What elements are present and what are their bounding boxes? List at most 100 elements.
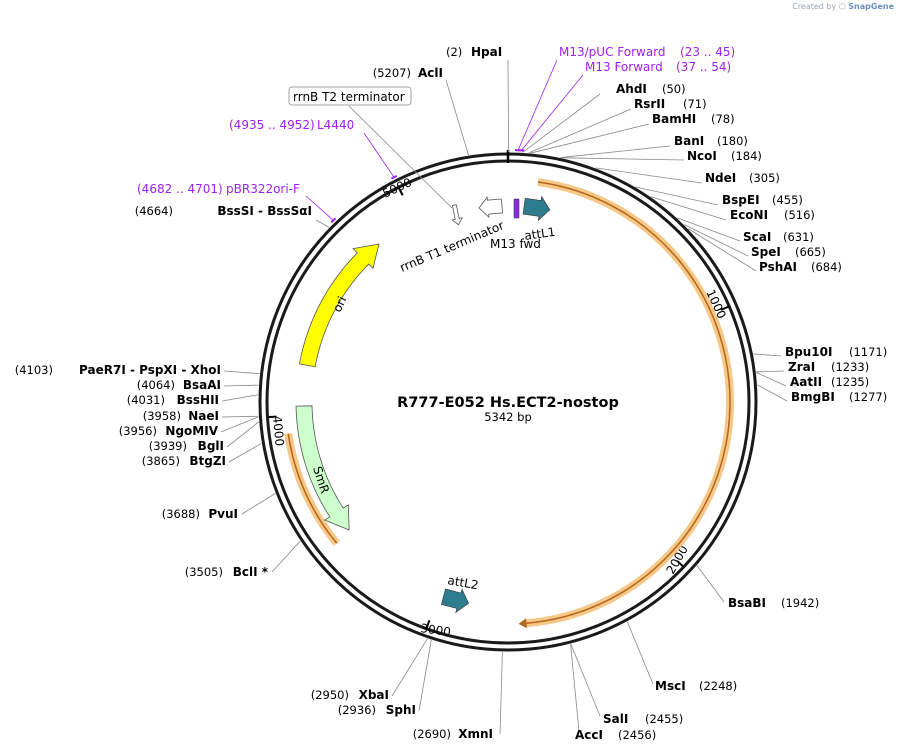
site-name: BmgBI xyxy=(791,390,835,404)
leader-line xyxy=(684,224,749,257)
site-name: NgoMIV xyxy=(165,424,218,438)
site-pos: (2690) xyxy=(413,727,451,741)
site-name: PshAI xyxy=(759,260,797,274)
site-btgzi: (3865) BtgZI xyxy=(142,454,226,468)
leader-line xyxy=(221,394,259,402)
primer-leader xyxy=(521,74,584,151)
rrnb-t2-shape xyxy=(451,204,463,226)
primer-pbr322ori-f: (4682 .. 4701) pBR322ori-F xyxy=(137,182,300,196)
leader-line xyxy=(315,219,330,228)
site-pos: (3688) xyxy=(162,507,200,521)
site-paer7i: (4103) PaeR7I - PspXI - XhoI xyxy=(15,363,221,377)
primer-leader xyxy=(363,132,395,178)
attl2-arrow xyxy=(441,588,469,614)
attl1-arrow-shape xyxy=(522,195,551,222)
snapgene-logo-icon: ⬡ xyxy=(838,2,846,11)
site-bsaai: (4064) BsaAI xyxy=(137,378,221,392)
leader-line xyxy=(570,643,601,717)
leader-line xyxy=(561,157,685,161)
site-pos: (3939) xyxy=(149,439,187,453)
primer-name: M13 Forward xyxy=(585,60,663,74)
site-name: BtgZI xyxy=(189,454,226,468)
site-pos: (1171) xyxy=(849,345,887,359)
site-acci: AccI (2456) xyxy=(575,728,656,742)
site-pos: (2456) xyxy=(618,728,656,742)
site-name: AhdI xyxy=(616,82,647,96)
site-name: BssHII xyxy=(177,393,219,407)
site-name: EcoNI xyxy=(730,208,768,222)
leader-line xyxy=(241,493,276,515)
leader-line xyxy=(223,384,259,387)
site-pos: (5207) xyxy=(373,66,411,80)
site-pos: (4031) xyxy=(127,393,165,407)
site-bamhi: BamHI (78) xyxy=(652,112,735,126)
primer-mark xyxy=(330,217,337,224)
site-zrai: ZraI (1233) xyxy=(788,360,869,374)
site-pvui: (3688) PvuI xyxy=(162,507,238,521)
site-name: NaeI xyxy=(188,409,219,423)
site-bani: BanI (180) xyxy=(674,134,748,148)
site-sphi: (2936) SphI xyxy=(338,703,416,717)
site-name: AclI xyxy=(418,66,443,80)
ori-arrow xyxy=(298,243,380,368)
orf-arrowhead xyxy=(518,618,527,629)
leader-line xyxy=(445,79,469,156)
site-name: PvuI xyxy=(208,507,238,521)
tick-mark xyxy=(267,415,277,419)
leader-line xyxy=(753,353,782,357)
site-pos: (455) xyxy=(772,193,803,207)
leader-line xyxy=(522,93,601,153)
site-bgli: (3939) BglI xyxy=(149,439,224,453)
site-sali: SalI (2455) xyxy=(603,712,683,726)
primer-pos: (37 .. 54) xyxy=(676,60,731,74)
site-hpai: (2) HpaI xyxy=(446,45,502,59)
leader-line xyxy=(650,196,727,221)
attl1-label: attL1 xyxy=(523,225,556,243)
site-pos: (2936) xyxy=(338,703,376,717)
tick-mark xyxy=(676,560,685,568)
site-pos: (3958) xyxy=(143,409,181,423)
plasmid-length: 5342 bp xyxy=(484,410,532,424)
site-scai: ScaI (631) xyxy=(743,230,814,244)
leader-line xyxy=(757,384,788,402)
leader-line xyxy=(226,421,260,448)
rrnb-t2-arrow xyxy=(451,204,463,226)
site-bsshii: (4031) BssHII xyxy=(127,393,219,407)
leader-line xyxy=(570,644,580,732)
site-name: XbaI xyxy=(359,688,389,702)
site-pos: (3865) xyxy=(142,454,180,468)
site-name: SpeI xyxy=(751,245,781,259)
primer-m13-forward: M13 Forward (37 .. 54) xyxy=(585,60,731,74)
tick-mark xyxy=(720,305,730,311)
leader-line xyxy=(756,370,785,373)
leader-line xyxy=(418,639,432,712)
primer-m13puc-forward: M13/pUC Forward (23 .. 45) xyxy=(559,45,735,59)
attl1-arrow xyxy=(522,195,551,222)
credit-prefix: Created by xyxy=(792,2,837,11)
ori-label: ori xyxy=(330,294,349,314)
site-pos: (4664) xyxy=(135,204,173,218)
leader-line xyxy=(220,416,259,433)
orf-arc xyxy=(526,181,731,624)
primer-leader xyxy=(305,195,334,221)
site-rsrii: RsrII (71) xyxy=(634,97,707,111)
site-pos: (184) xyxy=(731,149,762,163)
site-pos: (78) xyxy=(711,112,735,126)
attl2-arrow-shape xyxy=(441,588,469,614)
leader-line xyxy=(635,186,719,206)
m13-fwd-label: M13 fwd xyxy=(490,237,541,251)
site-pos: (180) xyxy=(717,134,748,148)
leader-line xyxy=(528,108,632,154)
leader-line xyxy=(221,415,259,418)
site-name: ScaI xyxy=(743,230,771,244)
site-name: RsrII xyxy=(634,97,665,111)
site-name: BsaAI xyxy=(183,378,221,392)
site-name: NcoI xyxy=(687,149,717,163)
site-aatii: AatII (1235) xyxy=(790,375,869,389)
site-bspei: BspEI (455) xyxy=(722,193,803,207)
leader-line xyxy=(560,145,671,158)
site-pos: (665) xyxy=(795,245,826,259)
leader-line xyxy=(223,370,260,375)
site-pos: (50) xyxy=(662,82,686,96)
